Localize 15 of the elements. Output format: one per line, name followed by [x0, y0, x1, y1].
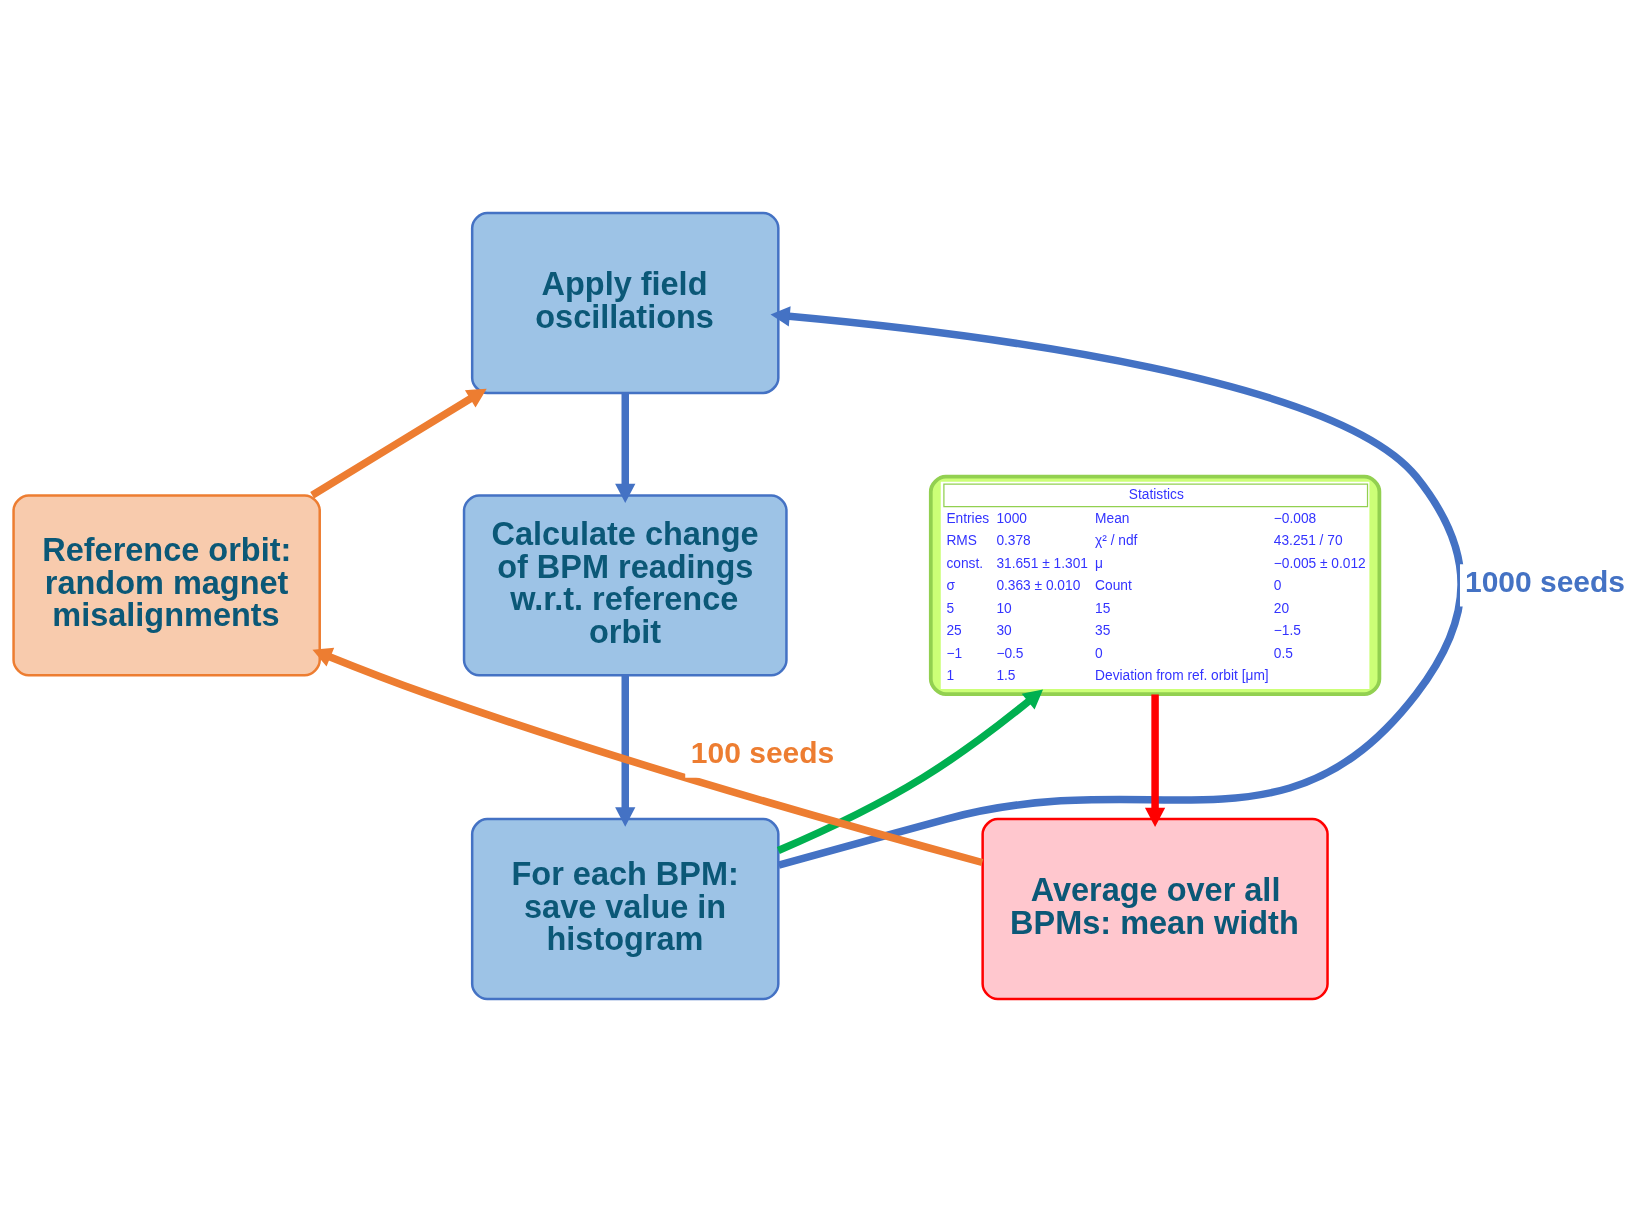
edge-label: 1000 seeds	[1464, 564, 1626, 598]
node-box: Apply field oscillations	[470, 211, 780, 395]
node-box: Average over all BPMs: mean width	[981, 817, 1329, 1001]
node-box: Calculate change of BPM readings w.r.t. reference orbit	[462, 494, 788, 677]
arrow	[310, 388, 487, 499]
node-box: Reference orbit: random magnet misalignments	[12, 494, 321, 677]
arrow	[770, 306, 1465, 869]
arrow	[776, 689, 1044, 854]
edge-label: 100 seeds	[690, 736, 835, 770]
arrow	[615, 675, 636, 827]
node-box: Statistics Entries 1000 Mean −0.008 RMS 0.378 χ² / ndf 43.251 / 70 const. 31.651 ± 1.301 μ −0.005 ± 0.012 σ 0.363 ± 0.010 Count 0 5 10 15 20 25 30 35 −1.5 −1 −0.5 0 0.5 1 1.5 Deviation from ref. orbit [μm]	[928, 474, 1382, 696]
arrow	[312, 647, 984, 867]
node-box: For each BPM: save value in histogram	[470, 817, 780, 1001]
arrow	[615, 393, 636, 503]
arrow	[1144, 694, 1166, 827]
